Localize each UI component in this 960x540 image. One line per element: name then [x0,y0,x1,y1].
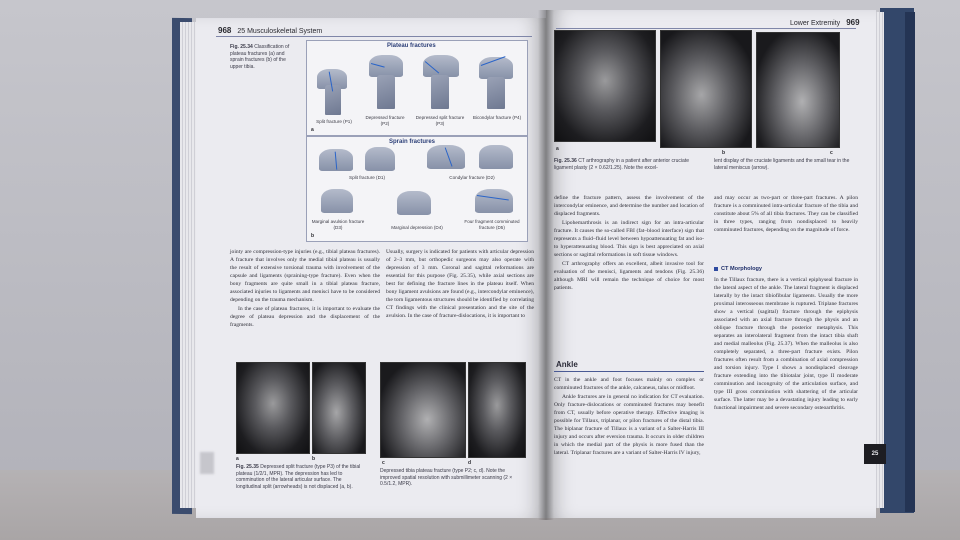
fig35-label-c: c [382,460,385,466]
book-cover-right-edge [905,12,915,512]
fig35cd-caption: Depressed tibia plateau fracture (type P… [380,468,513,487]
right-column-2-continued: In the Tillaux fracture, there is a vert… [714,276,858,413]
left-column-2: Usually, surgery is indicated for patien… [386,248,534,321]
fig36-ct-b [660,30,752,148]
sprain-heading: Sprain fractures [389,139,436,145]
sprain-label-d5: Four fragment comminuted fracture (D5) [464,219,520,230]
plateau-label-p3: Depressed split fracture (P3) [415,115,465,126]
left-running-head-title: 25 Musculoskeletal System [237,28,323,35]
fig35-label-b: b [312,456,316,462]
left-running-head: 968 25 Musculoskeletal System [218,26,322,35]
plateau-fractures-diagram: Plateau fractures Split fracture (P1) De… [306,40,528,136]
fig35-caption: Fig. 25.35 Depressed split fracture (typ… [236,464,366,490]
right-head-rule [556,28,856,29]
plateau-p3-bone-top [423,55,459,77]
sprain-label-d2: Condylar fracture (D2) [449,175,495,180]
fig35-label-d: d [468,460,472,466]
left-col1-para2: In the case of plateau fractures, it is … [230,306,380,328]
book-gutter [538,10,554,520]
plateau-p3-bone [431,75,449,109]
plateau-label-p2: Depressed fracture (P2) [365,115,405,126]
plateau-p1-bone [325,85,341,115]
plateau-p2-bone [377,75,395,109]
right-col2-para1: and may occur as two-part or three-part … [714,195,858,233]
sprain-d5-bone [475,189,513,213]
left-col1-para1: jointy are compression-type injuries (e.… [230,249,380,303]
fig36-label-c: c [830,150,833,156]
sprain-d4-bone [397,191,431,215]
heading-square-icon [714,266,718,271]
ankle-text-block: CT in the ankle and foot focuses mainly … [554,376,704,458]
chapter-thumb-tab: 25 [864,444,886,464]
right-page: Lower Extremity 969 a b c Fig. 25.36 CT a… [546,10,876,518]
plateau-label-p1: Split fracture (P1) [316,119,352,124]
fig34-panel-a: a [311,127,314,133]
ankle-heading: Ankle [556,360,578,369]
fig36-caption-right: lent display of the cruciate ligaments a… [714,158,850,171]
fig36-caption-left-text: CT arthrography in a patient after anter… [554,158,689,171]
ankle-para2: Ankle fractures are in general no indica… [554,394,704,456]
fig36-ct-c [756,32,840,148]
page-stack-left [180,22,200,508]
sprain-label-d1: Split fracture (D1) [349,175,385,180]
right-page-number: 969 [846,18,860,27]
sprain-label-d4: Marginal depression (D4) [391,225,443,230]
ct-morphology-heading: CT Morphology [714,266,762,272]
fig36-caption-label: Fig. 25.36 [554,158,577,164]
fig35-caption-text: Depressed split fracture (type P3) of th… [236,464,361,490]
sprain-d2b-bone [479,145,513,169]
right-col2-para2: In the Tillaux fracture, there is a vert… [714,277,858,411]
sprain-d3-bone [321,189,353,213]
right-column-1: define the fracture pattern, assess the … [554,194,704,293]
right-col1-para2: Lipohemarthrosis is an indirect sign for… [554,220,704,258]
left-page-number: 968 [218,26,232,35]
left-head-rule [216,36,532,37]
right-col1-para1: define the fracture pattern, assess the … [554,195,704,217]
right-col1-para3: CT arthrography offers an excellent, alb… [554,261,704,291]
fig35-caption-label: Fig. 25.35 [236,464,259,470]
fig36-caption-left: Fig. 25.36 CT arthrography in a patient … [554,158,704,171]
fig34-caption-label: Fig. 25.34 [230,44,253,50]
sprain-fractures-diagram: Sprain fractures Split fracture (D1) Con… [306,136,528,242]
left-column-1: jointy are compression-type injuries (e.… [230,248,380,330]
fig34-caption: Fig. 25.34 Classification of plateau fra… [230,44,294,70]
sprain-d1b-bone [365,147,395,171]
fig35-label-a: a [236,456,239,462]
left-col2-para1: Usually, surgery is indicated for patien… [386,249,534,319]
ankle-heading-rule [554,371,704,373]
plateau-p2-bone-top [369,55,403,77]
fig35-xray-b [312,362,366,454]
left-page: 968 25 Musculoskeletal System Fig. 25.34 … [196,18,546,518]
fig34-caption-text: Classification of plateau fractures (a) … [230,44,290,70]
right-column-2: and may occur as two-part or three-part … [714,194,858,235]
plateau-p4-bone [487,77,505,109]
fig35-xray-a [236,362,310,454]
plateau-p1-bone-top [317,69,347,89]
right-running-head-title: Lower Extremity [790,20,841,27]
fig36-label-b: b [722,150,726,156]
fig35-xray-c [380,362,466,458]
blurred-page-marker [200,452,214,474]
fig34-panel-b: b [311,233,315,239]
ct-morphology-heading-text: CT Morphology [721,266,763,272]
plateau-heading: Plateau fractures [387,43,436,49]
fig36-label-a: a [556,146,559,152]
fig35-xray-d [468,362,526,458]
ankle-para1: CT in the ankle and foot focuses mainly … [554,377,704,391]
fig36-ct-a [554,30,656,142]
right-running-head: Lower Extremity 969 [790,18,866,27]
sprain-label-d3: Marginal avulsion fracture (D3) [311,219,365,230]
plateau-label-p4: Bicondylar fracture (P4) [472,115,522,120]
